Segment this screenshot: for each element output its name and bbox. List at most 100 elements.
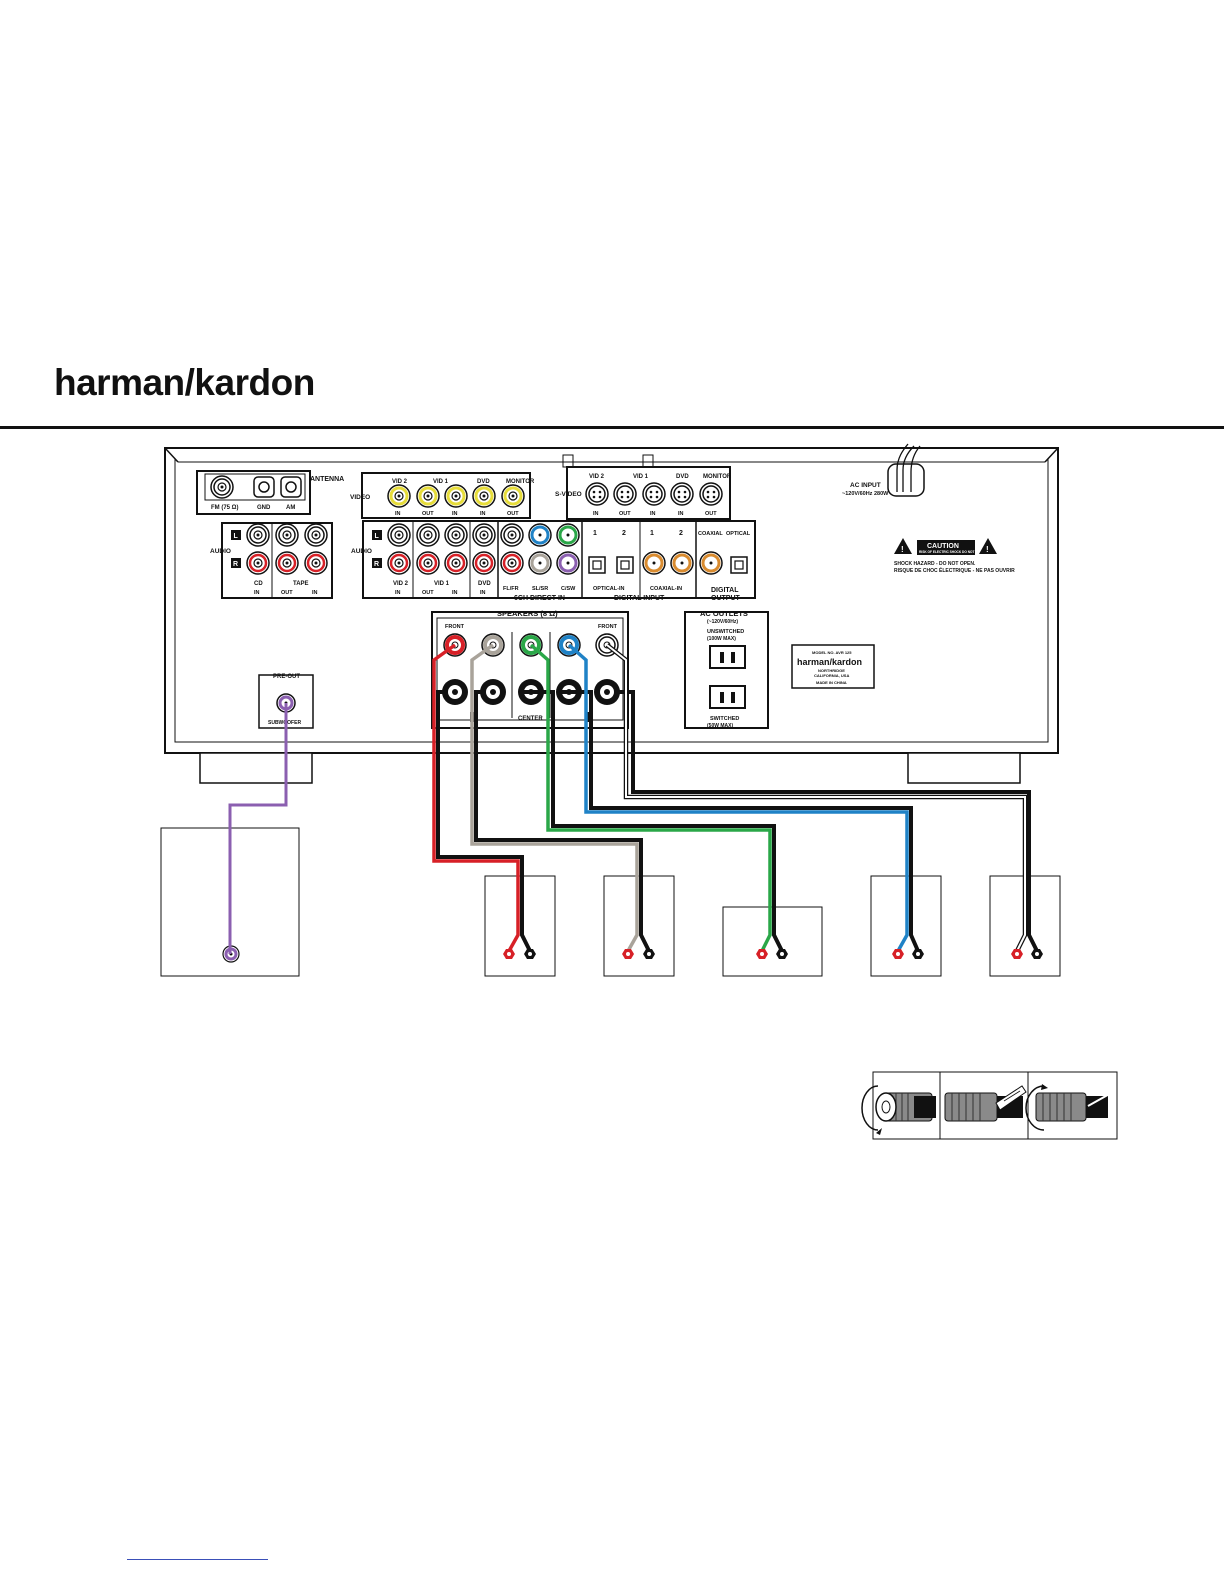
harman-kardon-logo: harman/kardon <box>54 362 315 403</box>
center-black-wire <box>523 690 784 952</box>
6ch-fl-jack <box>500 523 524 547</box>
tape-in-right <box>303 550 329 576</box>
speaker-wires <box>228 643 1039 954</box>
digital-input-title: DIGITAL INPUT <box>614 595 665 602</box>
dvd-audio-in-left <box>472 523 496 547</box>
svg-text:harman/kardon: harman/kardon <box>797 657 862 667</box>
svg-text:1: 1 <box>593 530 597 537</box>
svg-text:TAPE: TAPE <box>293 581 309 587</box>
svg-text:VID 1: VID 1 <box>633 474 649 480</box>
6ch-sr-jack <box>528 551 552 575</box>
gnd-label: GND <box>257 505 271 511</box>
6ch-sl-jack <box>528 523 552 547</box>
svg-text:CALIFORNIA, USA: CALIFORNIA, USA <box>814 673 849 678</box>
terminal-tighten-icon <box>1025 1084 1114 1131</box>
svg-text:OPTICAL: OPTICAL <box>726 531 751 537</box>
surround-left-red-terminal <box>622 949 634 959</box>
surround-left-black-terminal <box>643 949 655 959</box>
footer-link-underline[interactable] <box>127 1559 268 1560</box>
svg-text:DVD: DVD <box>676 474 689 480</box>
center-red-terminal <box>756 949 768 959</box>
svg-text:FL/FR: FL/FR <box>503 586 519 592</box>
svg-text:VID 2: VID 2 <box>392 479 408 485</box>
monitor-svideo-out <box>699 482 723 506</box>
6ch-center-jack <box>556 523 580 547</box>
svg-text:R: R <box>233 561 238 568</box>
svg-text:AC INPUT: AC INPUT <box>850 482 881 489</box>
front-left-black-wire <box>436 690 532 952</box>
svg-text:SL/SR: SL/SR <box>532 586 548 592</box>
svg-text:IN: IN <box>312 590 318 596</box>
6ch-fr-jack <box>499 550 525 576</box>
surround-right-black-wire <box>561 690 920 952</box>
video-section: VIDEO VID 2 VID 1 DVD MONITOR IN OUT IN … <box>350 472 535 519</box>
6ch-sub-jack <box>556 551 580 575</box>
vid1-audio-in-right <box>443 550 469 576</box>
svg-text:MONITOR: MONITOR <box>506 479 535 485</box>
speakers-title: SPEAKERS (8 Ω) <box>497 609 558 618</box>
header-rule <box>0 426 1224 429</box>
front-left-black-terminal <box>524 949 536 959</box>
left-foot <box>199 752 313 784</box>
svg-text:OUTPUT: OUTPUT <box>711 595 741 602</box>
right-foot <box>907 752 1021 784</box>
svg-text:IN: IN <box>395 511 401 517</box>
surround-right-blue-wire <box>567 643 909 952</box>
svg-text:OPTICAL-IN: OPTICAL-IN <box>593 586 624 592</box>
svg-text:IN: IN <box>452 590 458 596</box>
coaxial-in-1 <box>642 551 666 575</box>
front-right-black-wire <box>615 690 1039 952</box>
speaker-terminals-section: SPEAKERS (8 Ω) FRONT FRONT CENTER <box>431 609 629 729</box>
terminal-insert-wire-icon <box>944 1085 1027 1122</box>
vid1-svideo-in <box>642 482 666 506</box>
svg-text:IN: IN <box>593 511 599 517</box>
antenna-section: ANTENNA FM (75 Ω) GND AM <box>196 470 344 515</box>
optical-digital-output <box>730 556 748 574</box>
vid2-audio-in-right <box>386 550 412 576</box>
svg-text:OUT: OUT <box>422 511 434 517</box>
front-left-red-wire <box>432 643 520 952</box>
svg-text:2: 2 <box>679 530 683 537</box>
optical-in-2 <box>616 556 634 574</box>
svg-text:FRONT: FRONT <box>598 624 618 630</box>
subwoofer-cable <box>228 703 288 954</box>
switched-outlet <box>709 685 746 709</box>
front-left-red-terminal <box>503 949 515 959</box>
svg-text:CD: CD <box>254 581 263 587</box>
tape-in-left <box>304 523 328 547</box>
svg-text:IN: IN <box>678 511 684 517</box>
front-right-white-wire <box>606 644 1026 952</box>
svg-text:FRONT: FRONT <box>445 624 465 630</box>
svg-text:OUT: OUT <box>619 511 631 517</box>
receiver-rear-panel <box>164 447 1059 784</box>
svg-text:DIGITAL: DIGITAL <box>711 587 739 594</box>
coaxial-in-2 <box>670 551 694 575</box>
svg-text:NORTHRIDGE: NORTHRIDGE <box>818 668 845 673</box>
svg-text:OUT: OUT <box>705 511 717 517</box>
am-label: AM <box>286 505 295 511</box>
unswitched-outlet <box>709 645 746 669</box>
svg-text:RISQUE DE CHOC ÉLECTRIQUE - NE: RISQUE DE CHOC ÉLECTRIQUE - NE PAS OUVRI… <box>894 566 1015 574</box>
svg-text:OUT: OUT <box>507 511 519 517</box>
svg-text:DVD: DVD <box>478 581 491 587</box>
svg-text:MONITOR: MONITOR <box>703 474 732 480</box>
fm-label: FM (75 Ω) <box>211 505 238 511</box>
ac-power-cord-inlet <box>887 463 925 497</box>
cd-in-right <box>245 550 271 576</box>
svg-text:SWITCHED: SWITCHED <box>710 716 739 722</box>
svg-text:UNSWITCHED: UNSWITCHED <box>707 629 744 635</box>
svg-text:VID 2: VID 2 <box>393 581 409 587</box>
svg-text:IN: IN <box>254 590 260 596</box>
speaker-connection-diagram: ANTENNA FM (75 Ω) GND AM VIDEO VID 2 VID… <box>160 443 1118 1140</box>
vid2-video-in <box>386 483 412 509</box>
svg-text:L: L <box>375 533 380 540</box>
cd-in-left <box>246 523 270 547</box>
surround-right-black-terminal <box>912 949 924 959</box>
svg-text:RISK OF ELECTRIC SHOCK DO NOT: RISK OF ELECTRIC SHOCK DO NOT OPEN <box>919 550 985 554</box>
vid1-audio-out-left <box>416 523 440 547</box>
speaker-boxes <box>160 827 1061 977</box>
coaxial-digital-output <box>699 551 723 575</box>
svg-text:2: 2 <box>622 530 626 537</box>
model-plate: MODEL NO. AVR 125 harman/kardon NORTHRID… <box>791 644 875 689</box>
svg-text:AUDIO: AUDIO <box>210 548 231 555</box>
